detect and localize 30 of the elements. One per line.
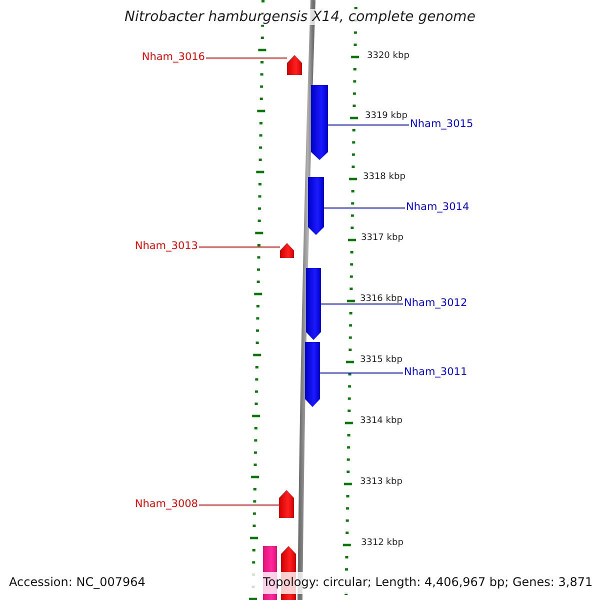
genome-stats-text: Topology: circular; Length: 4,406,967 bp; Genes: 3,871 (263, 575, 593, 589)
gene-label: Nham_3016 (142, 51, 205, 63)
leader-line (198, 504, 280, 506)
gene-feature (305, 342, 320, 407)
gene-label: Nham_3013 (134, 240, 198, 252)
gene-feature (308, 177, 324, 235)
map-title: Nitrobacter hamburgensis X14, complete genome (124, 9, 476, 25)
tick-label: 3318 kbp (363, 172, 406, 182)
tick-label: 3317 kbp (361, 233, 404, 243)
gene-label: Nham_3008 (134, 498, 198, 510)
tick-label: 3316 kbp (360, 294, 402, 304)
gene-label: Nham_3015 (410, 118, 474, 130)
gene-label: Nham_3012 (404, 297, 468, 309)
gene-feature (280, 243, 294, 258)
leader-line (320, 372, 404, 374)
gene-label: Nham_3014 (406, 201, 470, 213)
tick-label: 3314 kbp (360, 416, 402, 426)
leader-line (328, 124, 410, 126)
gene-feature (279, 490, 294, 518)
tick-label: 3319 kbp (365, 111, 408, 121)
tick-label: 3320 kbp (367, 51, 410, 61)
tick-label: 3315 kbp (360, 355, 402, 365)
accession-text: Accession: NC_007964 (9, 575, 146, 589)
gene-label: Nham_3011 (404, 366, 468, 378)
gene-feature (306, 268, 321, 340)
tick-label: 3313 kbp (360, 477, 402, 487)
tick-label: 3312 kbp (361, 538, 404, 548)
leader-line (198, 246, 280, 248)
gene-feature (287, 55, 302, 75)
gene-feature (311, 85, 328, 160)
